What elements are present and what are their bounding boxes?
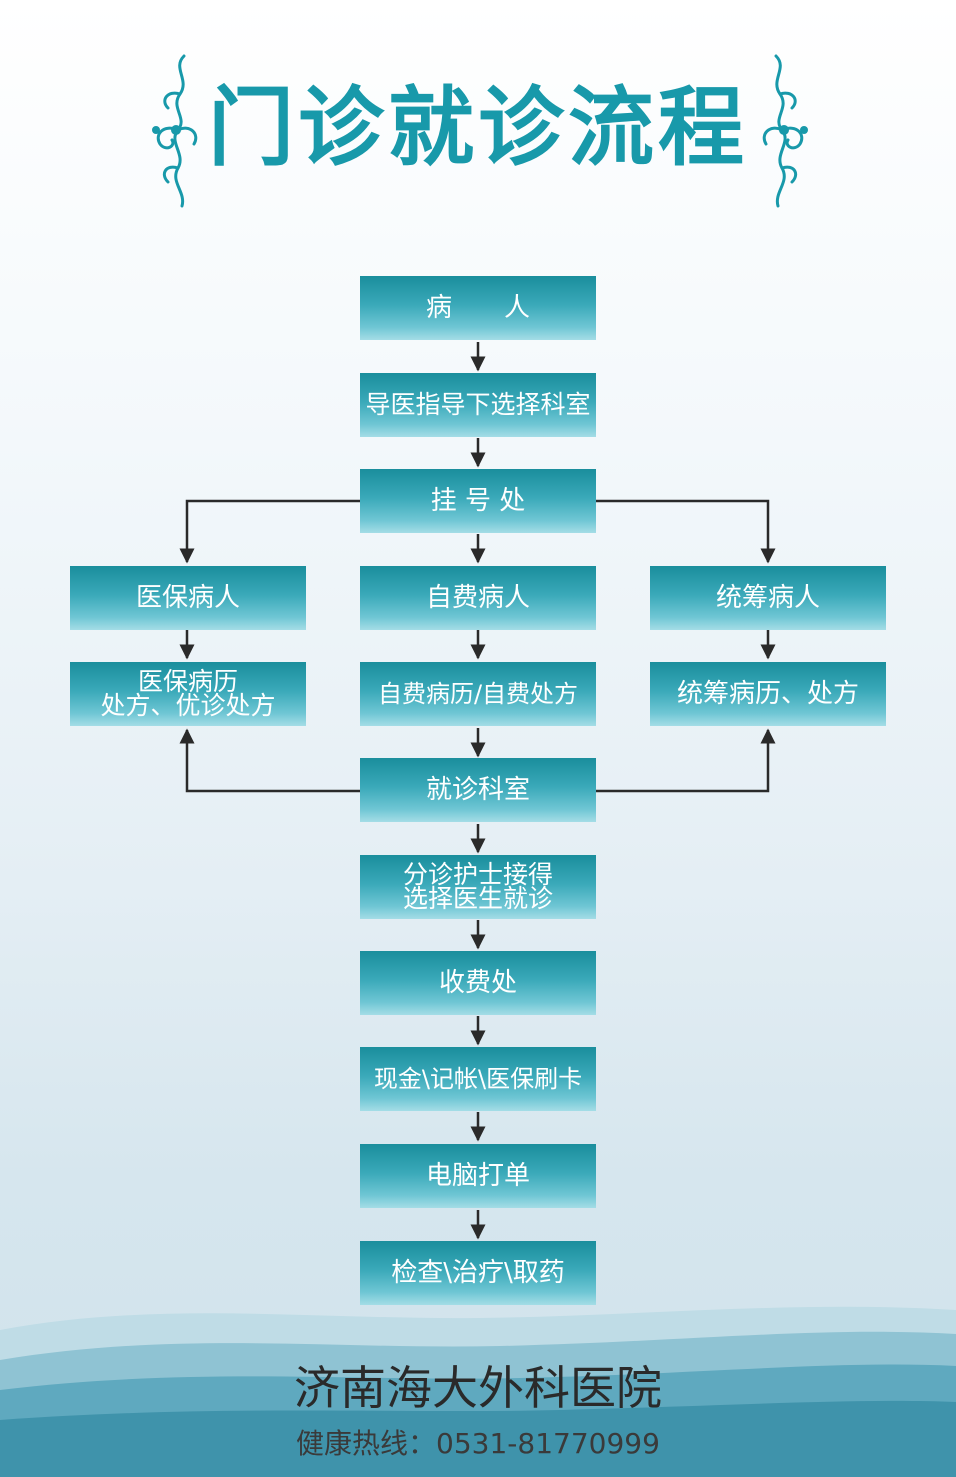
node-pooled-record: 统筹病历、处方 — [650, 662, 886, 726]
node-self-pay-record: 自费病历/自费处方 — [360, 662, 596, 726]
hotline: 健康热线：0531-81770999 — [296, 1427, 660, 1460]
footer-waves — [0, 1306, 956, 1477]
arrow-clinic-pooled-record — [596, 728, 776, 793]
node-triage: 分诊护士接得 选择医生就诊 — [360, 855, 596, 919]
node-insured: 医保病人 — [70, 566, 306, 630]
node-registration: 挂 号 处 — [360, 469, 596, 533]
node-insured-record: 医保病历 处方、优诊处方 — [70, 662, 306, 726]
node-payment: 现金\记帐\医保刷卡 — [360, 1047, 596, 1111]
node-guide: 导医指导下选择科室 — [360, 373, 596, 437]
arrow-registration-pooled — [596, 499, 776, 564]
node-cashier: 收费处 — [360, 951, 596, 1015]
ornament-left-icon — [152, 54, 198, 208]
arrow-clinic-insured-record — [179, 728, 360, 793]
node-self-pay: 自费病人 — [360, 566, 596, 630]
hospital-name: 济南海大外科医院 — [294, 1361, 662, 1415]
node-pooled: 统筹病人 — [650, 566, 886, 630]
arrow-registration-insured — [179, 499, 360, 564]
node-clinic: 就诊科室 — [360, 758, 596, 822]
page-title: 门诊就诊流程 — [208, 78, 748, 178]
node-print: 电脑打单 — [360, 1144, 596, 1208]
flow-connectors — [179, 342, 776, 1240]
node-patient: 病 人 — [360, 276, 596, 340]
node-final: 检查\治疗\取药 — [360, 1241, 596, 1305]
ornament-right-icon — [762, 54, 808, 208]
